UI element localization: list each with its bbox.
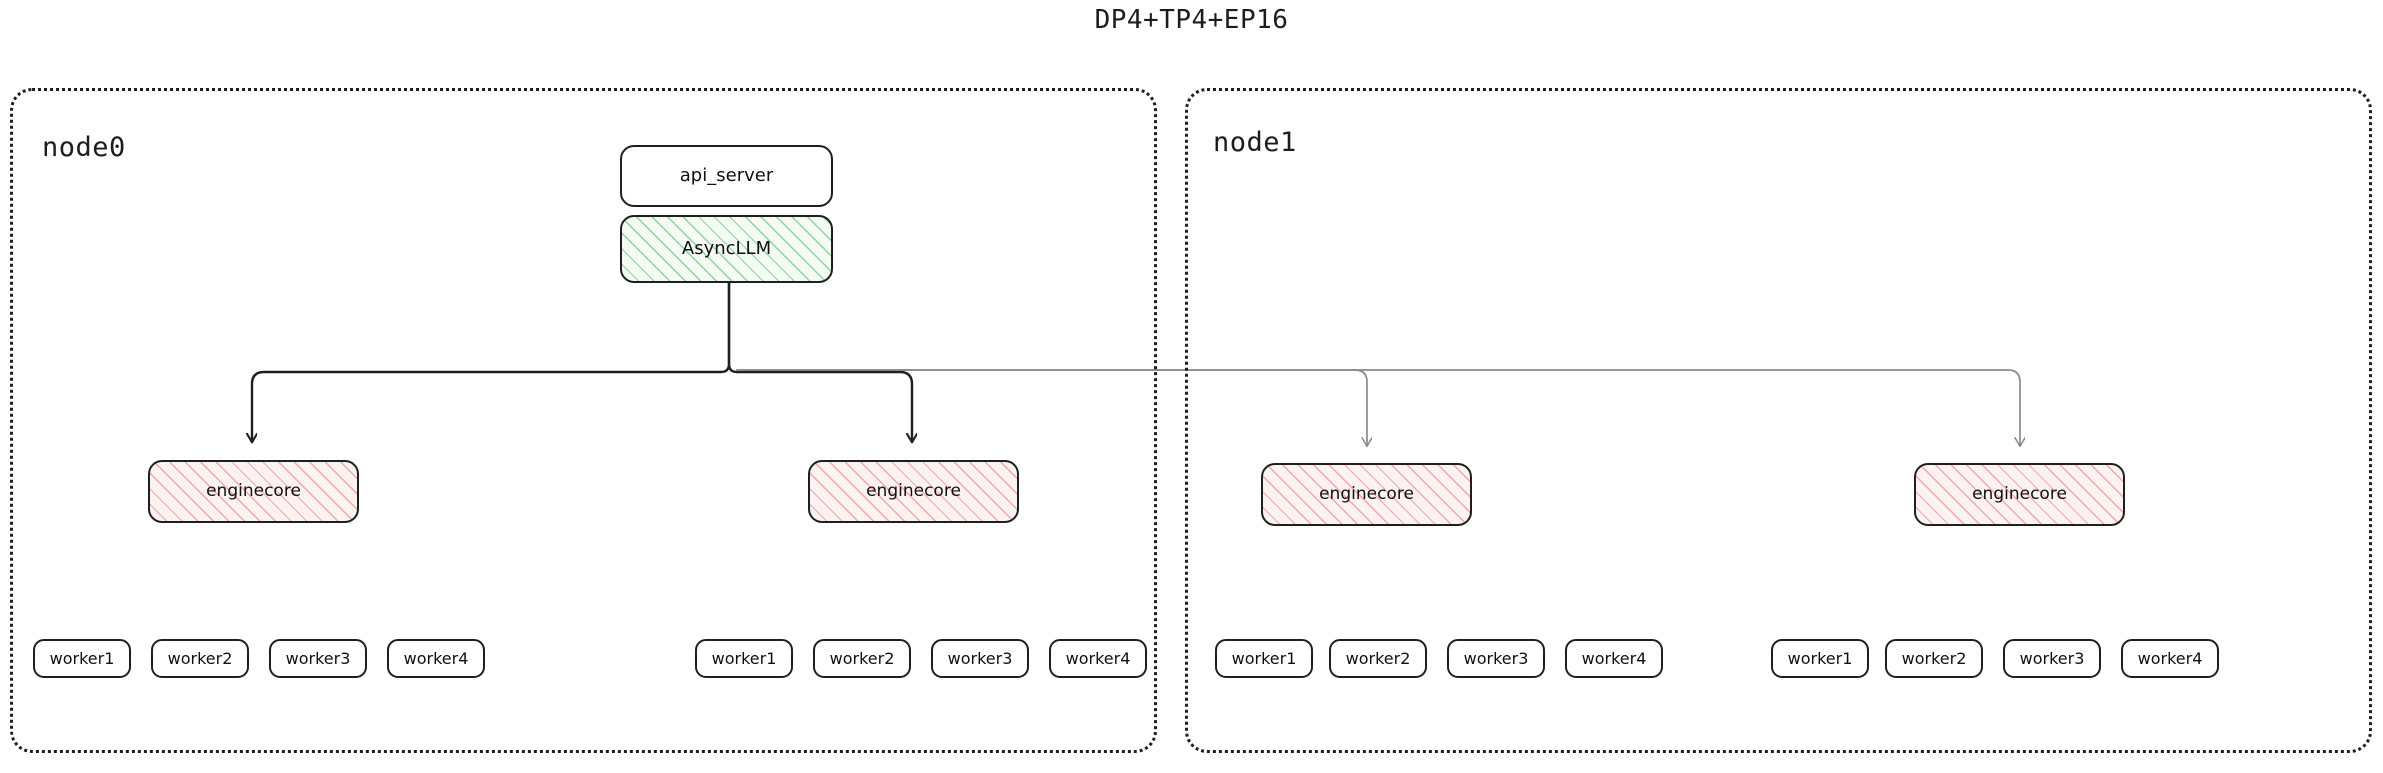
- worker-label: worker2: [829, 648, 895, 668]
- worker-box[interactable]: worker4: [1565, 639, 1663, 678]
- worker-label: worker4: [1581, 648, 1647, 668]
- worker-label: worker3: [285, 648, 351, 668]
- worker-label: worker1: [1787, 648, 1853, 668]
- enginecore-label: enginecore: [866, 481, 961, 501]
- node-group-node1: [1185, 88, 2372, 753]
- worker-box[interactable]: worker1: [1215, 639, 1313, 678]
- enginecore-label: enginecore: [1319, 484, 1414, 504]
- worker-label: worker2: [1345, 648, 1411, 668]
- node-group-node0: [10, 88, 1157, 753]
- worker-label: worker3: [947, 648, 1013, 668]
- enginecore-box-node0-0[interactable]: enginecore: [148, 460, 359, 523]
- worker-label: worker1: [1231, 648, 1297, 668]
- diagram-title: DP4+TP4+EP16: [1094, 5, 1289, 35]
- worker-box[interactable]: worker3: [1447, 639, 1545, 678]
- worker-box[interactable]: worker2: [151, 639, 249, 678]
- worker-label: worker4: [1065, 648, 1131, 668]
- async-llm-box[interactable]: AsyncLLM: [620, 215, 833, 283]
- worker-label: worker2: [167, 648, 233, 668]
- api-server-label: api_server: [679, 165, 774, 186]
- node-label-node1: node1: [1213, 127, 1297, 158]
- enginecore-label: enginecore: [1972, 484, 2067, 504]
- enginecore-box-node1-0[interactable]: enginecore: [1261, 463, 1472, 526]
- worker-box[interactable]: worker4: [1049, 639, 1147, 678]
- worker-box[interactable]: worker4: [2121, 639, 2219, 678]
- enginecore-box-node1-1[interactable]: enginecore: [1914, 463, 2125, 526]
- async-llm-label: AsyncLLM: [681, 238, 772, 259]
- worker-label: worker4: [2137, 648, 2203, 668]
- worker-box[interactable]: worker3: [269, 639, 367, 678]
- node-label-node0: node0: [42, 132, 126, 163]
- worker-box[interactable]: worker2: [813, 639, 911, 678]
- worker-box[interactable]: worker4: [387, 639, 485, 678]
- worker-box[interactable]: worker1: [33, 639, 131, 678]
- worker-box[interactable]: worker2: [1329, 639, 1427, 678]
- enginecore-label: enginecore: [206, 481, 301, 501]
- worker-label: worker1: [711, 648, 777, 668]
- worker-label: worker3: [2019, 648, 2085, 668]
- worker-label: worker3: [1463, 648, 1529, 668]
- worker-label: worker4: [403, 648, 469, 668]
- worker-box[interactable]: worker3: [2003, 639, 2101, 678]
- worker-box[interactable]: worker3: [931, 639, 1029, 678]
- api-server-box[interactable]: api_server: [620, 145, 833, 207]
- worker-box[interactable]: worker1: [1771, 639, 1869, 678]
- enginecore-box-node0-1[interactable]: enginecore: [808, 460, 1019, 523]
- worker-box[interactable]: worker1: [695, 639, 793, 678]
- worker-label: worker2: [1901, 648, 1967, 668]
- worker-label: worker1: [49, 648, 115, 668]
- worker-box[interactable]: worker2: [1885, 639, 1983, 678]
